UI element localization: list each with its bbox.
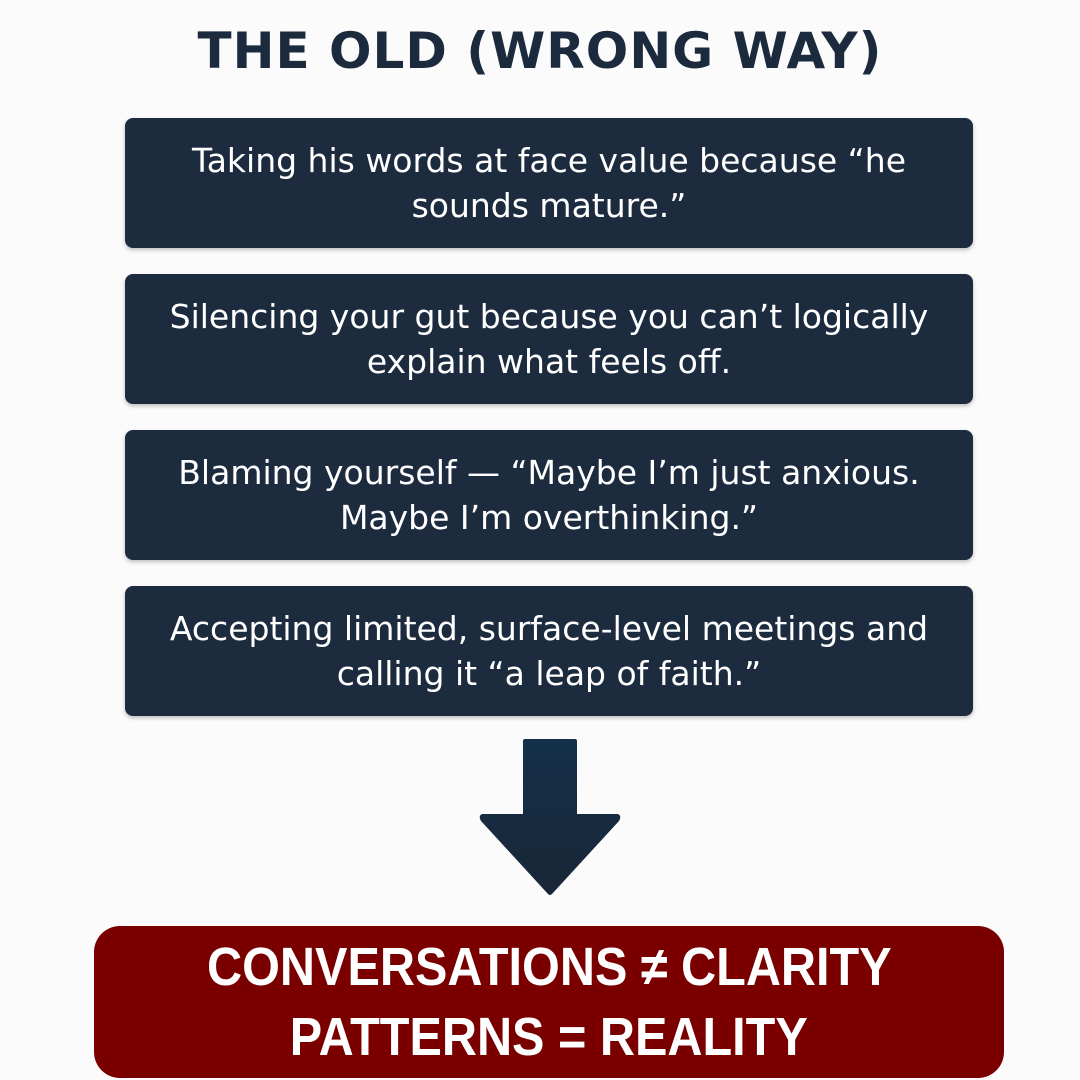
wrong-way-item-1: Taking his words at face value because “… xyxy=(125,118,973,248)
item-text: Accepting limited, surface-level meeting… xyxy=(169,609,929,693)
item-text: Taking his words at face value because “… xyxy=(192,141,906,225)
item-text: Blaming yourself — “Maybe I’m just anxio… xyxy=(178,453,920,537)
arrow-down-icon xyxy=(479,739,621,895)
banner-line-2: PATTERNS = REALITY xyxy=(289,1007,808,1067)
wrong-way-item-4: Accepting limited, surface-level meeting… xyxy=(125,586,973,716)
conclusion-banner: CONVERSATIONS ≠ CLARITY PATTERNS = REALI… xyxy=(94,926,1004,1078)
page-title: THE OLD (WRONG WAY) xyxy=(197,22,883,80)
item-text: Silencing your gut because you can’t log… xyxy=(169,297,929,381)
banner-line-1: CONVERSATIONS ≠ CLARITY xyxy=(206,937,892,997)
wrong-way-item-2: Silencing your gut because you can’t log… xyxy=(125,274,973,404)
wrong-way-item-3: Blaming yourself — “Maybe I’m just anxio… xyxy=(125,430,973,560)
